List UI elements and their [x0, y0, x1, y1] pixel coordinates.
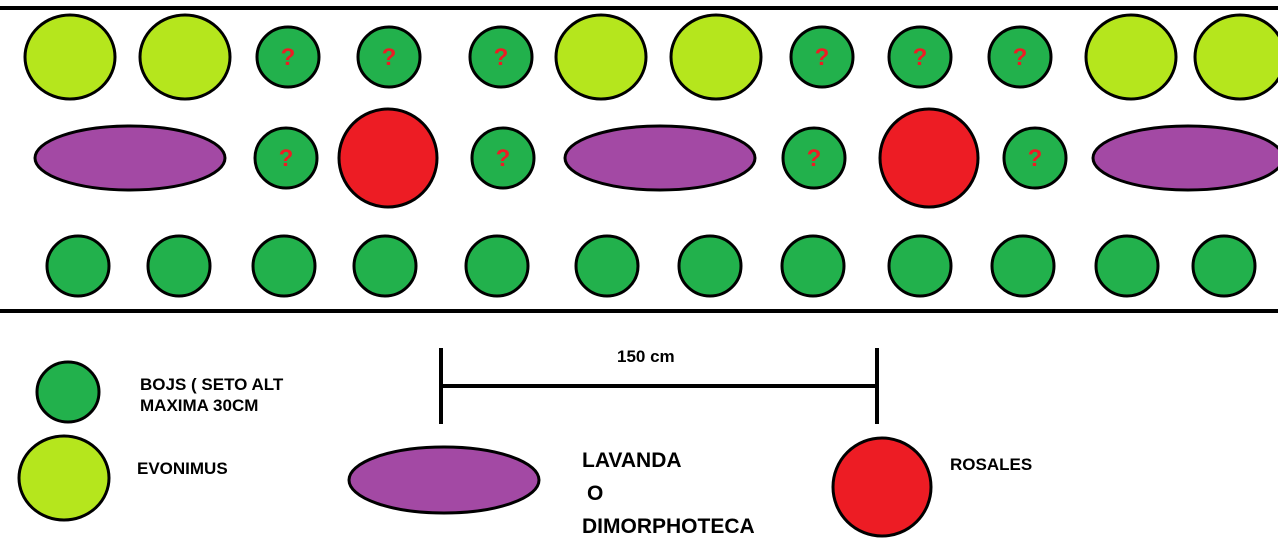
- legend-symbols: [17, 360, 933, 538]
- middle-row-bojs-question-8: ?: [1002, 126, 1068, 190]
- top-row-bojs-question-5: ?: [468, 25, 534, 89]
- legend-evonimus-label: EVONIMUS: [137, 459, 228, 478]
- bottom-row-bojs-5: [464, 234, 530, 298]
- middle-row-lavanda-9: [1091, 124, 1278, 192]
- top-row-evonimus-1: [23, 13, 117, 101]
- top-row-bojs-question-9: ?: [887, 25, 953, 89]
- top-row-bojs-question-3: ?: [255, 25, 321, 89]
- top-row-evonimus-11: [1084, 13, 1178, 101]
- question-mark: ?: [496, 145, 511, 172]
- bottom-row-bojs-7: [677, 234, 743, 298]
- question-mark: ?: [1028, 145, 1043, 172]
- middle-row-lavanda-1: [33, 124, 227, 192]
- scale-bar: [439, 348, 879, 424]
- legend-rosales-label: ROSALES: [950, 455, 1033, 474]
- top-row-evonimus-7: [669, 13, 763, 101]
- top-row-evonimus-12: [1193, 13, 1278, 101]
- legend-bojs-symbol: [35, 360, 101, 424]
- middle-row-bojs-question-4: ?: [470, 126, 536, 190]
- middle-row: ????: [33, 107, 1278, 209]
- middle-row-lavanda-5: [563, 124, 757, 192]
- middle-row-rosales-7: [878, 107, 980, 209]
- bottom-row-bojs-12: [1191, 234, 1257, 298]
- top-row-evonimus-6: [554, 13, 648, 101]
- bottom-row-bojs-4: [352, 234, 418, 298]
- bottom-row-bojs-10: [990, 234, 1056, 298]
- middle-row-rosales-3: [337, 107, 439, 209]
- legend-lavanda-line1: LAVANDA: [582, 449, 682, 472]
- legend-rosales-symbol: [831, 436, 933, 538]
- middle-row-bojs-question-6: ?: [781, 126, 847, 190]
- bottom-row-bojs-11: [1094, 234, 1160, 298]
- question-mark: ?: [281, 44, 296, 71]
- top-row-evonimus-2: [138, 13, 232, 101]
- bottom-row-bojs-1: [45, 234, 111, 298]
- question-mark: ?: [494, 44, 509, 71]
- middle-row-bojs-question-2: ?: [253, 126, 319, 190]
- legend-bojs-line2: MAXIMA 30CM: [140, 396, 259, 415]
- scale-label: 150 cm: [617, 347, 675, 366]
- question-mark: ?: [807, 145, 822, 172]
- bottom-row-bojs-9: [887, 234, 953, 298]
- top-row-bojs-question-8: ?: [789, 25, 855, 89]
- legend-bojs-line1: BOJS ( SETO ALT: [140, 375, 284, 394]
- legend-lavanda-label: LAVANDA O DIMORPHOTECA: [582, 444, 755, 543]
- legend-bojs-label: BOJS ( SETO ALT MAXIMA 30CM: [140, 374, 283, 416]
- top-row-bojs-question-10: ?: [987, 25, 1053, 89]
- legend-lavanda-line3: DIMORPHOTECA: [582, 515, 755, 538]
- bottom-row-bojs-8: [780, 234, 846, 298]
- question-mark: ?: [1013, 44, 1028, 71]
- bottom-row-bojs-2: [146, 234, 212, 298]
- legend-lavanda-line2: O: [587, 482, 604, 505]
- bottom-row: [45, 234, 1257, 298]
- bottom-row-bojs-3: [251, 234, 317, 298]
- top-row: ??????: [23, 13, 1278, 101]
- question-mark: ?: [815, 44, 830, 71]
- bed-borders: [0, 6, 1278, 313]
- bottom-row-bojs-6: [574, 234, 640, 298]
- top-row-bojs-question-4: ?: [356, 25, 422, 89]
- legend-evonimus-symbol: [17, 434, 111, 522]
- question-mark: ?: [913, 44, 928, 71]
- question-mark: ?: [382, 44, 397, 71]
- legend-lavanda-symbol: [347, 445, 541, 515]
- question-mark: ?: [279, 145, 294, 172]
